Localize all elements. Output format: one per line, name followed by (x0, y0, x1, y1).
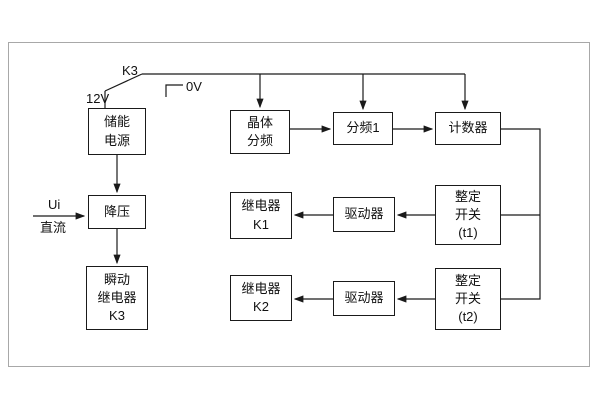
diagram-border (8, 42, 590, 367)
block-relay-k1: 继电器 K1 (230, 192, 292, 239)
block-relay-k2: 继电器 K2 (230, 275, 292, 321)
block-counter: 计数器 (435, 112, 501, 145)
block-storage-power: 储能 电源 (88, 108, 146, 155)
block-divider-1: 分频1 (333, 112, 393, 145)
block-driver-1: 驱动器 (333, 197, 395, 232)
block-driver-2: 驱动器 (333, 281, 395, 316)
block-crystal-divider: 晶体 分频 (230, 110, 290, 154)
block-instant-relay-k3: 瞬动 继电器 K3 (86, 266, 148, 330)
label-dc: 直流 (40, 220, 67, 235)
block-setting-switch-t1: 整定 开关 (t1) (435, 185, 501, 245)
label-switch-k3: K3 (122, 63, 138, 78)
block-setting-switch-t2: 整定 开关 (t2) (435, 268, 501, 330)
label-0v: 0V (186, 79, 202, 94)
block-step-down: 降压 (88, 195, 146, 229)
label-12v: 12V (86, 91, 110, 106)
label-ui-input: Ui (48, 197, 61, 212)
